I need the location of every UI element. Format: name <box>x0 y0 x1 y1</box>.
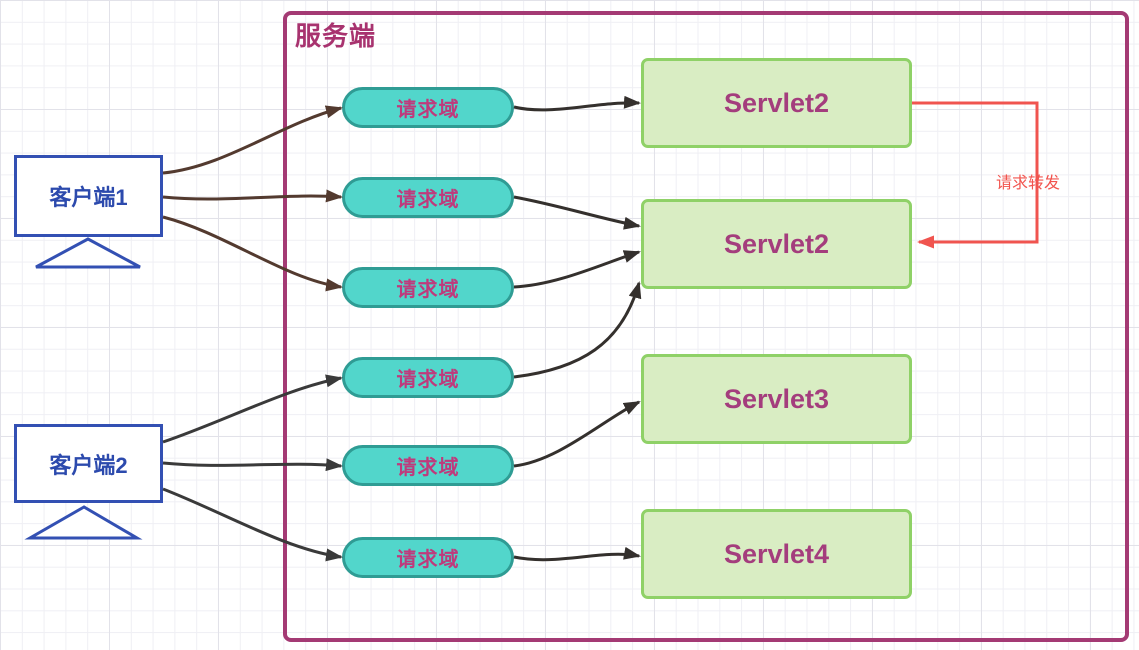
servlet2-bottom-label: Servlet2 <box>723 228 830 259</box>
client-1-label: 客户端1 <box>49 185 128 210</box>
servlet2-box-top: Servlet2 <box>641 58 912 148</box>
client-1-box: 客户端1 <box>14 155 163 237</box>
request-pill-3-label: 请求域 <box>396 279 460 301</box>
servlet3-label: Servlet3 <box>723 383 830 414</box>
request-pill-1: 请求域 <box>342 87 514 128</box>
client-1-monitor-stand-icon <box>35 237 141 269</box>
request-pill-2: 请求域 <box>342 177 514 218</box>
client-2-monitor-stand-icon <box>24 505 143 540</box>
request-pill-3: 请求域 <box>342 267 514 308</box>
request-pill-5: 请求域 <box>342 445 514 486</box>
servlet3-box: Servlet3 <box>641 354 912 444</box>
server-title: 服务端 <box>295 21 377 51</box>
request-pill-4: 请求域 <box>342 357 514 398</box>
request-pill-6: 请求域 <box>342 537 514 578</box>
servlet2-top-label: Servlet2 <box>723 87 830 118</box>
servlet4-box: Servlet4 <box>641 509 912 599</box>
request-pill-2-label: 请求域 <box>396 189 460 211</box>
client-2-box: 客户端2 <box>14 424 163 503</box>
servlet2-box-bottom: Servlet2 <box>641 199 912 289</box>
request-pill-6-label: 请求域 <box>396 549 460 571</box>
client-2-label: 客户端2 <box>49 452 128 478</box>
request-pill-1-label: 请求域 <box>396 99 460 121</box>
forward-arrow-label: 请求转发 <box>996 175 1061 192</box>
request-pill-4-label: 请求域 <box>396 369 460 391</box>
servlet4-label: Servlet4 <box>723 538 830 569</box>
request-pill-5-label: 请求域 <box>396 457 460 479</box>
server-container-box <box>283 11 1129 642</box>
